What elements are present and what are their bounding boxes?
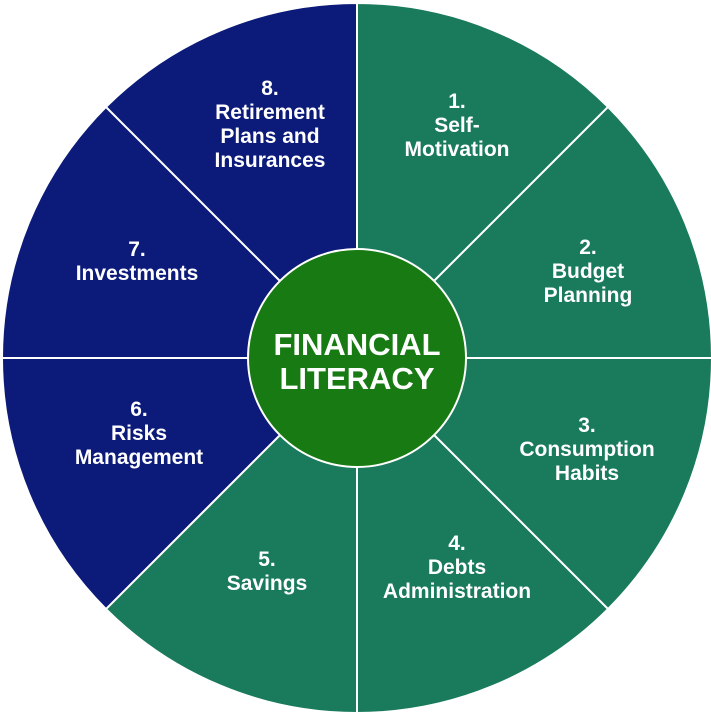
segment-text: Retirement [215,101,325,124]
segment-number: 1. [448,90,466,113]
segment-number: 6. [130,398,148,421]
segment-text: Savings [227,572,308,595]
segment-label-1: 1. Self- Motivation [405,90,510,161]
segment-text: Management [75,446,203,469]
segment-text: Plans and [220,125,319,148]
segment-text: Habits [555,462,619,485]
segment-text: Debts [428,556,486,579]
segment-label-6: 6. Risks Management [75,398,203,469]
center-title-line2: LITERACY [280,361,435,396]
segment-label-7: 7. Investments [76,238,199,285]
segment-label-2: 2. Budget Planning [544,236,633,307]
segment-text: Self- [434,114,480,137]
segment-number: 5. [258,548,276,571]
segment-text: Consumption [519,438,654,461]
segment-text: Investments [76,262,199,285]
segment-text: Motivation [405,138,510,161]
segment-number: 2. [579,236,597,259]
segment-number: 7. [128,238,146,261]
segment-label-8: 8. Retirement Plans and Insurances [215,77,326,172]
segment-text: Risks [111,422,167,445]
segment-text: Budget [552,260,624,283]
segment-text: Planning [544,284,633,307]
segment-text: Administration [383,580,531,603]
segment-text: Insurances [215,149,326,172]
segment-number: 8. [261,77,279,100]
segment-number: 4. [448,532,466,555]
segment-label-3: 3. Consumption Habits [519,414,654,485]
segment-number: 3. [578,414,596,437]
center-circle [247,248,467,468]
segment-label-4: 4. Debts Administration [383,532,531,603]
segment-label-5: 5. Savings [227,548,308,595]
center-title-line1: FINANCIAL [273,327,440,362]
